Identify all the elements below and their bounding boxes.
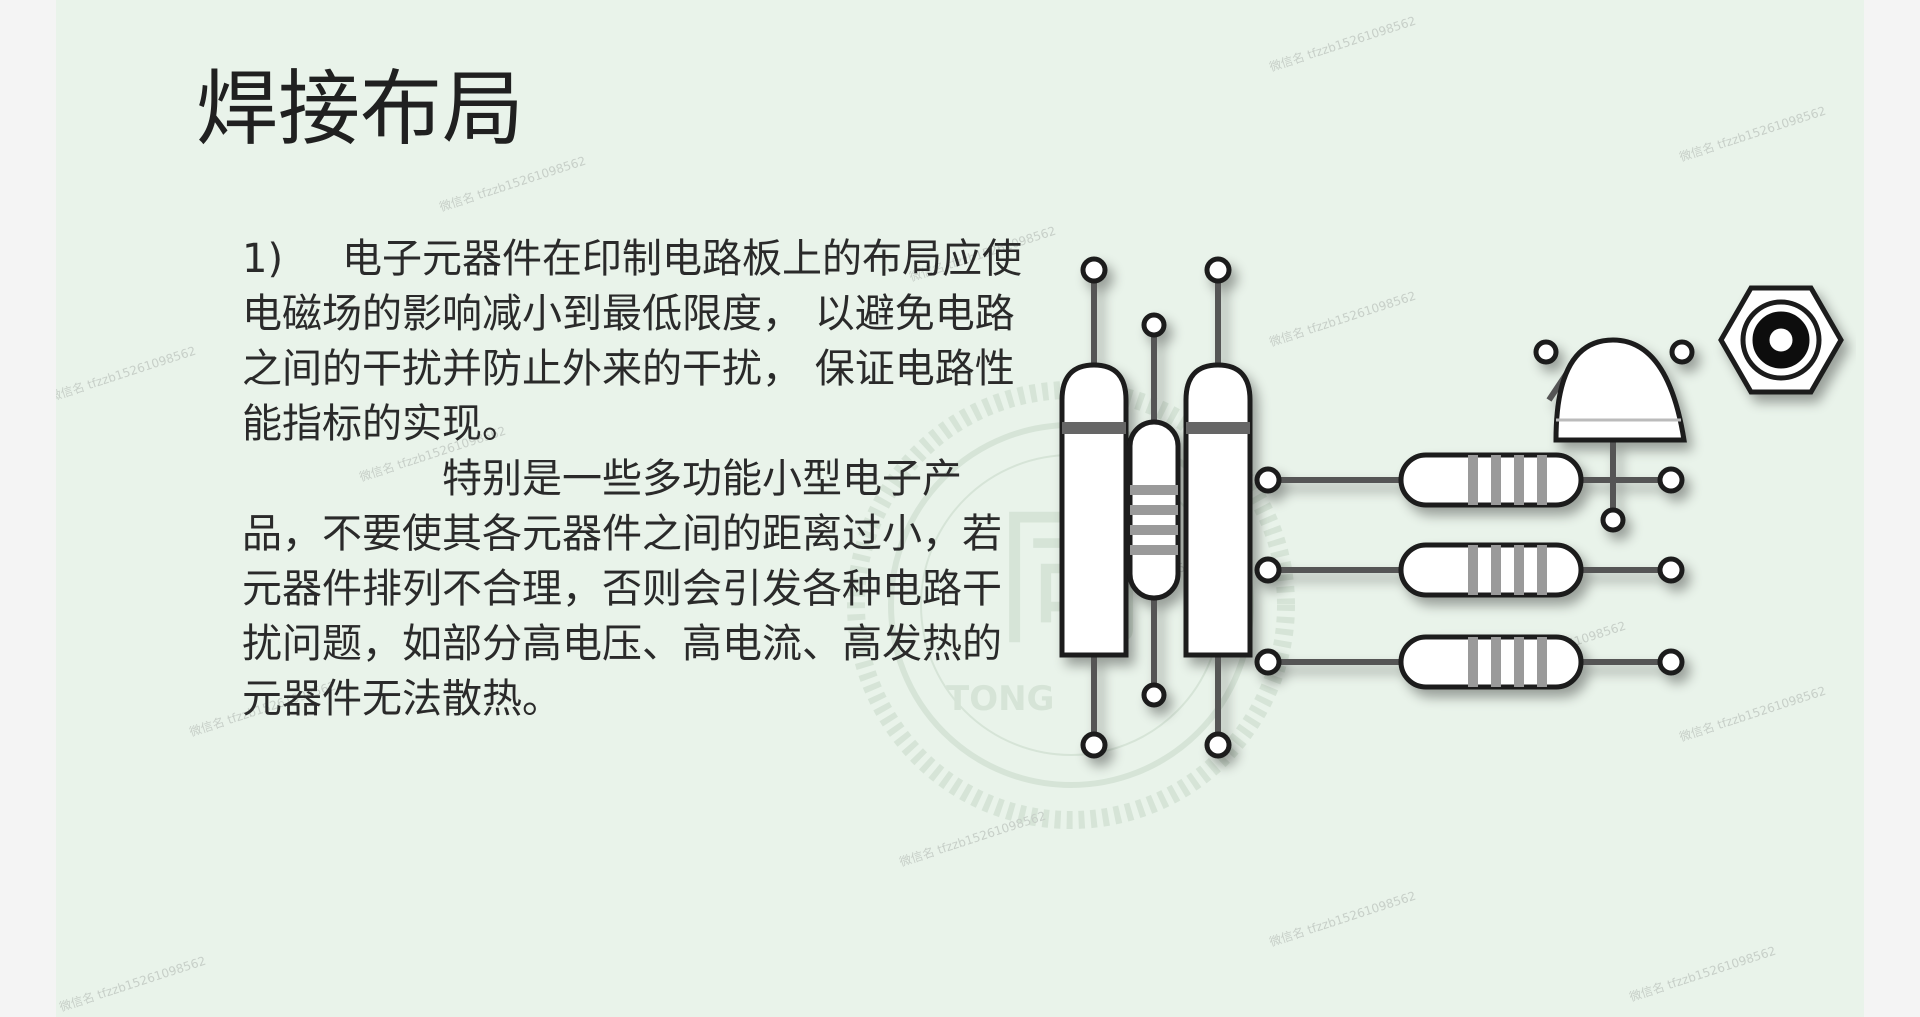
resistor-icon (1254, 542, 1685, 598)
capacitor-icon (1183, 256, 1253, 759)
watermark-text: 微信名 tfzzb15261098562 (437, 153, 588, 215)
led-icon (1533, 337, 1695, 533)
slide: 同 TONG 微信名 tfzzb15261098562 微信名 tfzzb152… (56, 0, 1864, 1017)
paragraph-2-text: 特别是一些多功能小型电子产品，不要使其各元器件之间的距离过小，若元器件排列不合理… (242, 456, 1002, 722)
watermark-text: 微信名 tfzzb15261098562 (1627, 943, 1778, 1005)
slide-body: 1)电子元器件在印制电路板上的布局应使电磁场的影响减小到最低限度， 以避免电路之… (242, 232, 1022, 727)
resistor-icon (1127, 312, 1181, 708)
paragraph-number: 1) (242, 236, 284, 282)
watermark-text: 微信名 tfzzb15261098562 (1267, 13, 1418, 75)
paragraph-1-text: 电子元器件在印制电路板上的布局应使电磁场的影响减小到最低限度， 以避免电路之间的… (242, 236, 1022, 447)
seal-text: TONG (946, 679, 1054, 719)
resistor-icon (1254, 634, 1685, 690)
watermark-text: 微信名 tfzzb15261098562 (56, 343, 198, 405)
hex-nut-icon (1718, 285, 1844, 395)
watermark-text: 微信名 tfzzb15261098562 (1267, 888, 1418, 950)
slide-title: 焊接布局 (196, 62, 525, 157)
watermark-text: 微信名 tfzzb15261098562 (1677, 103, 1828, 165)
electronic-components-icon (1059, 256, 1844, 759)
capacitor-icon (1059, 256, 1129, 759)
watermark-text: 微信名 tfzzb15261098562 (57, 953, 208, 1015)
resistor-icon (1254, 452, 1685, 508)
paragraph-1: 1)电子元器件在印制电路板上的布局应使电磁场的影响减小到最低限度， 以避免电路之… (242, 232, 1022, 452)
